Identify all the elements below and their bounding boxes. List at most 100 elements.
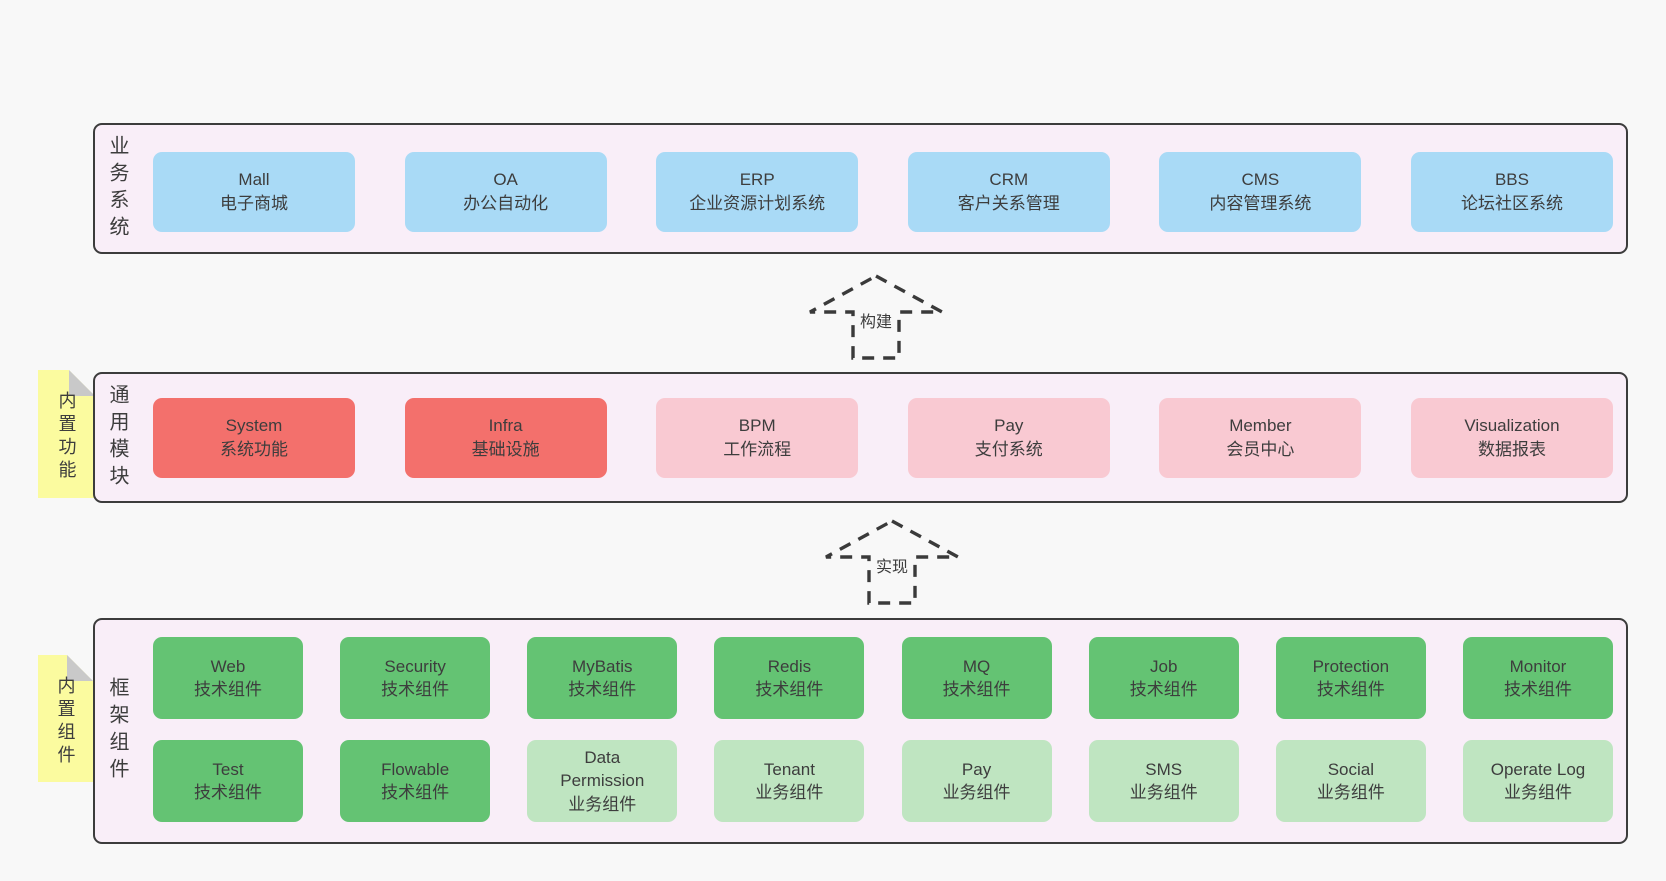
box-subtitle: 业务组件 <box>568 794 637 814</box>
box-subtitle: 业务组件 <box>1316 783 1385 802</box>
box-subtitle: 技术组件 <box>1129 680 1198 699</box>
box-subtitle: 支付系统 <box>974 440 1043 459</box>
box-mybatis: MyBatis 技术组件 <box>527 637 678 719</box>
framework-box-row-2: Test 技术组件 Flowable 技术组件 Data Permission … <box>153 740 1613 822</box>
box-cms: CMS 内容管理系统 <box>1159 152 1362 232</box>
layer-business-systems: 业务系统 Mall 电子商城 OA 办公自动化 ERP 企业资源计划系统 CRM… <box>93 123 1628 254</box>
box-subtitle: 基础设施 <box>471 440 540 459</box>
layer-common-modules: 通用模块 System 系统功能 Infra 基础设施 BPM 工作流程 Pay… <box>93 372 1628 503</box>
box-title: Operate Log <box>1490 759 1586 779</box>
box-title: MQ <box>962 656 991 676</box>
box-subtitle: 业务组件 <box>1129 783 1198 802</box>
box-subtitle: 技术组件 <box>568 680 637 699</box>
box-title: Pay <box>961 759 992 779</box>
box-title: Monitor <box>1509 656 1567 676</box>
build-arrow: 构建 <box>807 272 945 362</box>
box-mq: MQ 技术组件 <box>901 637 1052 719</box>
box-test: Test 技术组件 <box>153 740 303 822</box>
layer-label-framework: 框架组件 <box>106 677 128 785</box>
builtin-components-note: 内置组件 <box>38 655 93 782</box>
box-title: MyBatis <box>572 656 633 676</box>
box-job: Job 技术组件 <box>1088 637 1239 719</box>
box-title: Visualization <box>1464 415 1560 435</box>
box-subtitle: 办公自动化 <box>463 194 549 213</box>
implement-arrow: 实现 <box>823 517 961 607</box>
box-title: Member <box>1229 415 1292 435</box>
box-title: Protection <box>1312 656 1390 676</box>
box-subtitle: 内容管理系统 <box>1209 194 1312 213</box>
business-box-row: Mall 电子商城 OA 办公自动化 ERP 企业资源计划系统 CRM 客户关系… <box>153 152 1613 232</box>
box-title: CRM <box>989 169 1029 189</box>
sticky-note-text: 内置功能 <box>56 391 77 483</box>
box-subtitle: 技术组件 <box>755 680 824 699</box>
box-bbs: BBS 论坛社区系统 <box>1410 152 1613 232</box>
modules-box-row: System 系统功能 Infra 基础设施 BPM 工作流程 Pay 支付系统… <box>153 398 1613 478</box>
box-infra: Infra 基础设施 <box>404 398 607 478</box>
box-subtitle: 业务组件 <box>755 783 824 802</box>
box-title: Flowable <box>381 759 450 779</box>
box-title: Security <box>384 656 446 676</box>
box-subtitle: 技术组件 <box>942 680 1011 699</box>
layer-label-business: 业务系统 <box>106 134 128 243</box>
box-subtitle: 技术组件 <box>381 783 450 802</box>
box-pay-component: Pay 业务组件 <box>901 740 1052 822</box>
box-title: Redis <box>767 656 812 676</box>
builtin-features-note: 内置功能 <box>38 370 95 498</box>
box-title: BPM <box>738 415 776 435</box>
box-bpm: BPM 工作流程 <box>656 398 859 478</box>
box-subtitle: 论坛社区系统 <box>1460 194 1563 213</box>
box-flowable: Flowable 技术组件 <box>340 740 491 822</box>
box-subtitle: 业务组件 <box>942 783 1011 802</box>
box-title: SMS <box>1145 759 1183 779</box>
framework-box-row-1: Web 技术组件 Security 技术组件 MyBatis 技术组件 Redi… <box>153 637 1613 719</box>
box-mall: Mall 电子商城 <box>153 152 355 232</box>
box-subtitle: 数据报表 <box>1477 440 1546 459</box>
box-title: Tenant <box>763 759 815 779</box>
box-title: Job <box>1149 656 1178 676</box>
box-title: Social <box>1327 759 1374 779</box>
box-subtitle: 技术组件 <box>194 783 262 802</box>
box-title: Infra <box>488 415 523 435</box>
box-title: Pay <box>994 415 1024 435</box>
box-pay-system: Pay 支付系统 <box>907 398 1110 478</box>
box-web: Web 技术组件 <box>153 637 303 719</box>
box-subtitle: 技术组件 <box>194 680 262 699</box>
box-subtitle: 技术组件 <box>1503 680 1572 699</box>
box-operate-log: Operate Log 业务组件 <box>1462 740 1613 822</box>
box-security: Security 技术组件 <box>340 637 491 719</box>
box-subtitle: 电子商城 <box>220 194 288 213</box>
box-visualization: Visualization 数据报表 <box>1410 398 1613 478</box>
sticky-note-text: 内置组件 <box>55 675 76 768</box>
box-title: Web <box>210 656 246 676</box>
box-subtitle: 企业资源计划系统 <box>689 194 826 213</box>
box-title: Test <box>212 759 244 779</box>
box-oa: OA 办公自动化 <box>404 152 607 232</box>
box-subtitle: 会员中心 <box>1226 440 1295 459</box>
box-title: Mall <box>238 169 270 189</box>
box-crm: CRM 客户关系管理 <box>907 152 1110 232</box>
box-title: CMS <box>1241 169 1280 189</box>
box-title: BBS <box>1494 169 1529 189</box>
box-social: Social 业务组件 <box>1275 740 1426 822</box>
box-title: System <box>225 415 283 435</box>
box-title: Data Permission <box>560 747 645 791</box>
box-subtitle: 客户关系管理 <box>957 194 1060 213</box>
box-title: OA <box>493 169 518 189</box>
arrow-label-implement: 实现 <box>871 556 913 580</box>
box-member: Member 会员中心 <box>1159 398 1362 478</box>
box-subtitle: 技术组件 <box>1316 680 1385 699</box>
box-data-permission: Data Permission 业务组件 <box>527 740 678 822</box>
layer-framework-components: 框架组件 Web 技术组件 Security 技术组件 MyBatis 技术组件… <box>93 618 1628 844</box>
box-subtitle: 系统功能 <box>220 440 288 459</box>
box-monitor: Monitor 技术组件 <box>1462 637 1613 719</box>
box-title: ERP <box>739 169 775 189</box>
layer-label-modules: 通用模块 <box>106 383 128 492</box>
box-protection: Protection 技术组件 <box>1275 637 1426 719</box>
arrow-label-build: 构建 <box>855 311 897 335</box>
box-tenant: Tenant 业务组件 <box>714 740 865 822</box>
box-sms: SMS 业务组件 <box>1088 740 1239 822</box>
box-subtitle: 技术组件 <box>381 680 450 699</box>
box-erp: ERP 企业资源计划系统 <box>656 152 859 232</box>
box-system: System 系统功能 <box>153 398 355 478</box>
